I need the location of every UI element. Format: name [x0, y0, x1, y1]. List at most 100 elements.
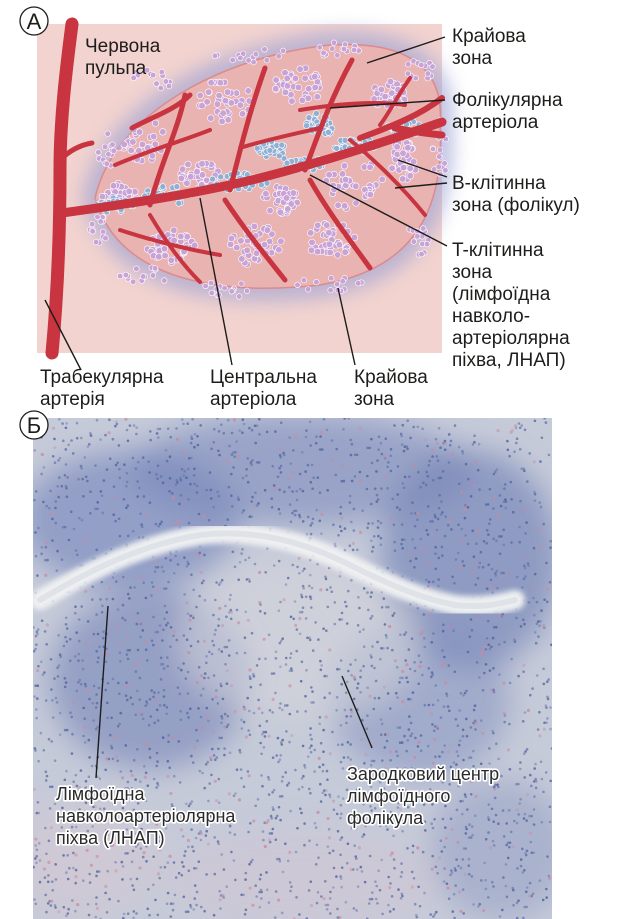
lymphocyte	[138, 487, 141, 490]
lymphocyte	[468, 836, 471, 839]
lymphocyte	[503, 544, 506, 547]
lymphocyte	[459, 739, 462, 742]
lymphocyte	[262, 830, 265, 833]
lymphocyte	[312, 518, 315, 521]
lymphocyte	[457, 755, 460, 758]
red-blood-cell	[43, 867, 46, 870]
lymphocyte	[225, 616, 228, 619]
lymphocyte	[549, 780, 552, 783]
lymphocyte	[345, 715, 348, 718]
lymphocyte	[275, 754, 278, 757]
lymphocyte	[385, 634, 388, 637]
red-blood-cell	[257, 707, 260, 710]
lymphocyte	[157, 436, 160, 439]
lymphocyte	[244, 636, 247, 639]
lymphocyte	[551, 747, 554, 750]
lymphocyte	[70, 439, 73, 442]
red-blood-cell	[310, 904, 313, 907]
red-blood-cell	[252, 819, 255, 822]
b-cell	[261, 241, 268, 248]
lymphocyte	[264, 571, 267, 574]
red-blood-cell	[394, 659, 397, 662]
lymphocyte	[442, 470, 445, 473]
lymphocyte	[526, 748, 529, 751]
lymphocyte	[206, 761, 209, 764]
lymphocyte	[308, 840, 311, 843]
lymphocyte	[218, 430, 221, 433]
marginal-cell	[419, 62, 425, 68]
lymphocyte	[503, 487, 506, 490]
lymphocyte	[370, 503, 373, 506]
lymphocyte	[132, 850, 135, 853]
lymphocyte	[202, 688, 205, 691]
lymphocyte	[363, 645, 366, 648]
b-cell	[367, 191, 374, 198]
red-blood-cell	[389, 750, 392, 753]
lymphocyte	[545, 562, 548, 565]
lymphocyte	[390, 470, 393, 473]
lymphocyte	[240, 768, 243, 771]
red-blood-cell	[353, 676, 356, 679]
lymphocyte	[216, 756, 219, 759]
lymphocyte	[118, 518, 121, 521]
lymphocyte	[114, 861, 117, 864]
lymphocyte	[64, 474, 67, 477]
lymphocyte	[194, 433, 197, 436]
lymphocyte	[497, 822, 500, 825]
lymphocyte	[466, 735, 469, 738]
lymphocyte	[380, 537, 383, 540]
lymphocyte	[527, 562, 530, 565]
lymphocyte	[234, 833, 237, 836]
lymphocyte	[508, 809, 511, 812]
lymphocyte	[290, 462, 293, 465]
red-blood-cell	[157, 559, 160, 562]
lymphocyte	[497, 758, 500, 761]
lymphocyte	[340, 506, 343, 509]
lymphocyte	[296, 566, 299, 569]
lymphocyte	[502, 529, 505, 532]
lymphocyte	[186, 422, 189, 425]
red-blood-cell	[287, 477, 290, 480]
lymphocyte	[149, 698, 152, 701]
lymphocyte	[259, 683, 262, 686]
lymphocyte	[533, 547, 536, 550]
lymphocyte	[457, 524, 460, 527]
lymphocyte	[405, 750, 408, 753]
lymphocyte	[370, 656, 373, 659]
lymphocyte	[489, 648, 492, 651]
lymphocyte	[462, 912, 465, 915]
red-blood-cell	[340, 465, 343, 468]
lymphocyte	[328, 793, 331, 796]
marginal-cell	[230, 57, 236, 63]
lymphocyte	[148, 748, 151, 751]
lymphocyte	[356, 687, 359, 690]
lymphocyte	[460, 867, 463, 870]
lymphocyte	[111, 747, 114, 750]
lymphocyte	[190, 573, 193, 576]
lymphocyte	[162, 570, 165, 573]
panel-b-letter: Б	[27, 413, 41, 438]
lymphocyte	[340, 530, 343, 533]
lymphocyte	[403, 633, 406, 636]
lymphocyte	[322, 750, 325, 753]
lymphocyte	[127, 504, 130, 507]
lymphocyte	[123, 913, 126, 916]
lymphocyte	[43, 671, 46, 674]
b-cell	[314, 222, 321, 229]
lymphocyte	[185, 476, 188, 479]
lymphocyte	[188, 869, 191, 872]
lymphocyte	[88, 776, 91, 779]
lymphocyte	[393, 858, 396, 861]
lymphocyte	[236, 652, 239, 655]
lymphocyte	[96, 661, 99, 664]
red-blood-cell	[498, 615, 501, 618]
lymphocyte	[545, 896, 548, 899]
lymphocyte	[158, 877, 161, 880]
lymphocyte	[83, 717, 86, 720]
lymphocyte	[209, 471, 212, 474]
lymphocyte	[400, 543, 403, 546]
lymphocyte	[183, 854, 186, 857]
lymphocyte	[470, 618, 473, 621]
lymphocyte	[56, 569, 59, 572]
lymphocyte	[485, 888, 488, 891]
